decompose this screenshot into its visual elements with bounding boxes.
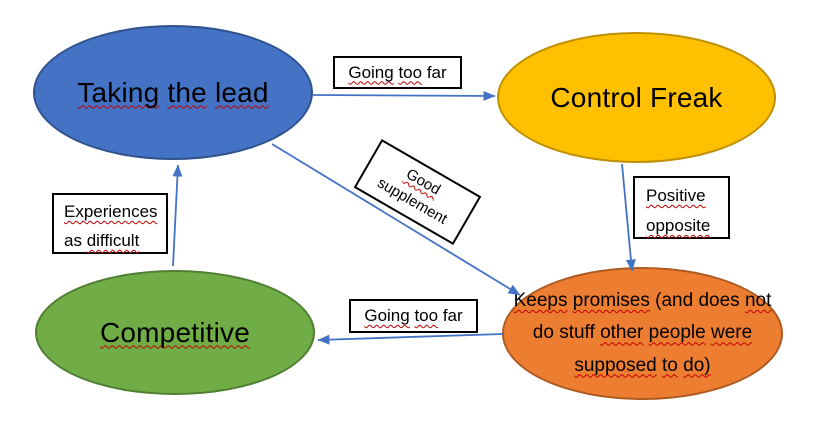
node-keeps-promises[interactable]: Keeps promises (and does not do stuff ot…: [502, 267, 783, 400]
node-control-freak-label: Control Freak: [550, 81, 723, 113]
edge-label-positive-opposite-text: Positive opposite: [646, 186, 711, 235]
arrow-taking-lead-to-control-freak[interactable]: [312, 90, 496, 101]
arrow-competitive-to-taking-lead[interactable]: [172, 164, 183, 267]
node-competitive[interactable]: Competitive: [35, 270, 315, 395]
node-competitive-label: Competitive: [99, 316, 251, 348]
node-keeps-promises-label: Keeps promises (and does not do stuff ot…: [513, 290, 772, 376]
node-taking-the-lead-label: Taking the lead: [77, 76, 269, 108]
edge-label-going-too-far-bottom[interactable]: Going too far: [349, 299, 478, 333]
edge-label-experiences-as-difficult[interactable]: Experiences as difficult: [52, 193, 168, 254]
edge-label-going-too-far-bottom-text: Going too far: [364, 306, 463, 325]
edge-label-positive-opposite[interactable]: Positive opposite: [633, 176, 730, 239]
arrow-keeps-promises-to-competitive[interactable]: [317, 333, 504, 345]
node-taking-the-lead[interactable]: Taking the lead: [33, 25, 313, 160]
edge-label-good-supplement[interactable]: Good supplement: [353, 139, 482, 245]
edge-label-good-supplement-text: Good supplement: [374, 165, 451, 228]
edge-label-experiences-as-difficult-text: Experiences as difficult: [64, 202, 158, 250]
arrow-control-freak-to-keeps-promises[interactable]: [621, 163, 636, 272]
edge-label-going-too-far-top[interactable]: Going too far: [333, 56, 462, 89]
edge-label-going-too-far-top-text: Going too far: [348, 62, 447, 82]
node-control-freak[interactable]: Control Freak: [497, 32, 776, 163]
